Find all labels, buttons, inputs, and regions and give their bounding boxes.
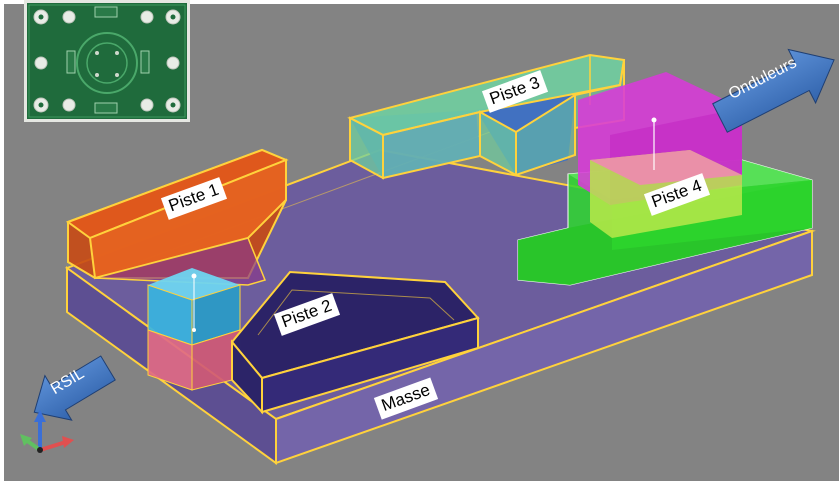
axis-triad-icon xyxy=(20,410,74,453)
rsil-arrow xyxy=(33,355,116,421)
onduleurs-arrow xyxy=(712,48,835,133)
pcb-board-drawing xyxy=(27,3,187,119)
component-block xyxy=(147,268,241,391)
trace-piste-1 xyxy=(65,148,289,286)
pcb-board-image xyxy=(24,0,190,122)
